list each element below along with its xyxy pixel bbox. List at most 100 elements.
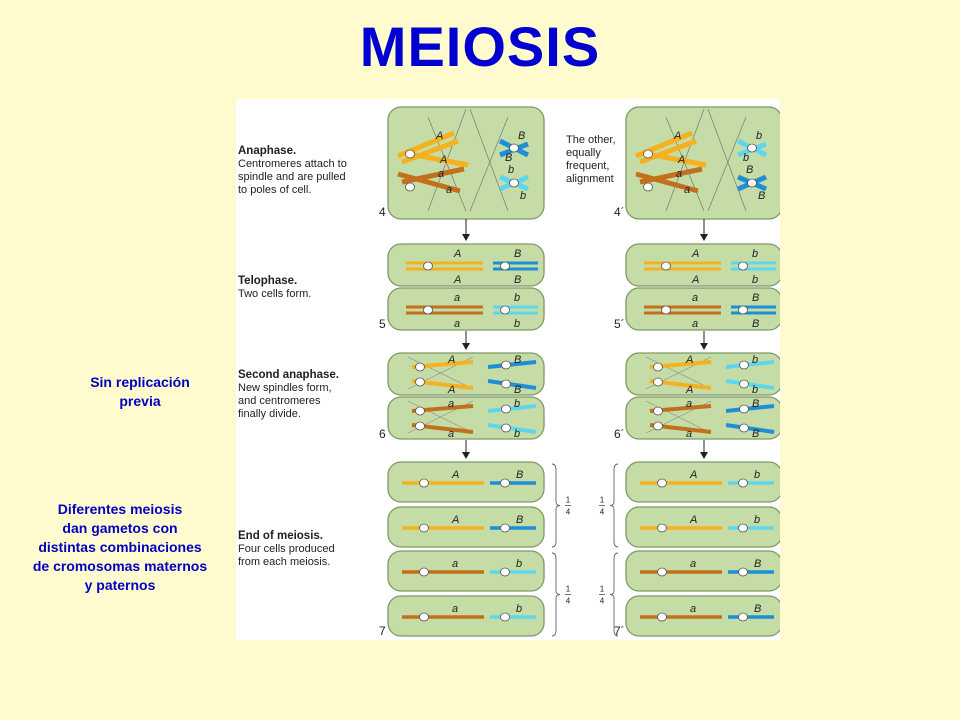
allele-label: A: [673, 130, 681, 142]
allele-label: a: [686, 398, 692, 410]
allele-label: B: [514, 248, 521, 260]
centromere: [643, 182, 653, 192]
page-title: MEIOSIS: [359, 15, 601, 78]
centromere: [738, 612, 748, 622]
second-anaphase-label-text: New spindles form,: [238, 382, 332, 394]
centromere: [500, 612, 510, 622]
end-of-meiosis-label-text: Four cells produced: [238, 543, 335, 555]
chromosome: [487, 423, 537, 434]
centromere: [419, 612, 429, 622]
allele-label: A: [691, 274, 699, 286]
step-number: 4´: [614, 205, 625, 219]
allele-label: B: [514, 384, 521, 396]
different-meiosis-line: Diferentes meiosis: [57, 501, 183, 517]
chromosome: [487, 404, 537, 413]
allele-label: A: [453, 274, 461, 286]
spindle-line: [665, 116, 705, 212]
allele-label: B: [746, 164, 753, 176]
anaphase-label-text: spindle and are pulled: [238, 171, 346, 183]
spindle-line: [469, 116, 509, 212]
allele-label: a: [690, 603, 696, 615]
centromere: [738, 523, 748, 533]
allele-label: b: [752, 248, 758, 260]
centromere: [501, 404, 511, 414]
telophase-cell: [387, 287, 545, 331]
allele-label: a: [452, 603, 458, 615]
step-number: 5´: [614, 317, 625, 331]
centromere: [405, 149, 415, 159]
second-anaphase-label-text: and centromeres: [238, 395, 321, 407]
allele-label: b: [516, 603, 522, 615]
allele-label: b: [516, 558, 522, 570]
telophase-cell: [387, 243, 545, 287]
centromere: [657, 612, 667, 622]
centromere: [405, 182, 415, 192]
chromosome: [725, 404, 775, 413]
centromere: [415, 421, 425, 431]
telophase-cell: [625, 243, 780, 287]
allele-label: a: [454, 318, 460, 330]
other-alignment-text: frequent,: [566, 160, 609, 172]
allele-label: B: [516, 469, 523, 481]
allele-label: b: [743, 152, 749, 164]
allele-label: b: [514, 398, 520, 410]
centromere: [500, 478, 510, 488]
allele-label: a: [448, 428, 454, 440]
arrowhead: [462, 234, 470, 241]
allele-label: a: [448, 398, 454, 410]
fraction-denominator: 4: [600, 508, 605, 517]
centromere: [419, 567, 429, 577]
centromere: [500, 567, 510, 577]
allele-label: b: [514, 318, 520, 330]
chromosome: [647, 151, 707, 168]
centromere: [657, 523, 667, 533]
allele-label: B: [514, 274, 521, 286]
brace: [551, 463, 561, 548]
fraction-denominator: 4: [566, 597, 571, 606]
anaphase-label-text: to poles of cell.: [238, 184, 311, 196]
different-meiosis-line: distintas combinaciones: [38, 539, 202, 555]
allele-label: A: [689, 514, 697, 526]
centromere: [419, 478, 429, 488]
allele-label: a: [452, 558, 458, 570]
spindle-line: [469, 108, 509, 212]
centromere: [500, 261, 510, 271]
centromere: [738, 478, 748, 488]
allele-label: b: [754, 469, 760, 481]
other-alignment-text: equally: [566, 147, 601, 159]
chromosome: [635, 171, 699, 194]
other-alignment-text: alignment: [566, 173, 614, 185]
allele-label: B: [752, 318, 759, 330]
allele-label: b: [752, 354, 758, 366]
allele-label: b: [754, 514, 760, 526]
spindle-line: [707, 108, 747, 212]
brace: [609, 552, 619, 637]
step-number: 7´: [614, 624, 625, 638]
chromosome: [409, 151, 469, 168]
centromere: [739, 404, 749, 414]
allele-label: B: [758, 190, 765, 202]
allele-label: A: [451, 469, 459, 481]
centromere: [501, 360, 511, 370]
allele-label: B: [752, 398, 759, 410]
allele-label: B: [514, 354, 521, 366]
centromere: [657, 567, 667, 577]
centromere: [509, 178, 519, 188]
fraction-numerator: 1: [566, 585, 571, 594]
allele-label: A: [685, 354, 693, 366]
telophase-label-text: Two cells form.: [238, 288, 311, 300]
no-replication-note: Sin replicación previa: [60, 373, 220, 411]
allele-label: B: [754, 603, 761, 615]
centromere: [657, 478, 667, 488]
allele-label: A: [677, 154, 685, 166]
allele-label: B: [752, 292, 759, 304]
allele-label: a: [676, 168, 682, 180]
step-number: 6: [379, 427, 386, 441]
allele-label: b: [756, 130, 762, 142]
centromere: [661, 305, 671, 315]
allele-label: B: [752, 428, 759, 440]
fraction-numerator: 1: [566, 496, 571, 505]
brace: [551, 552, 561, 637]
centromere: [643, 149, 653, 159]
allele-label: A: [453, 248, 461, 260]
